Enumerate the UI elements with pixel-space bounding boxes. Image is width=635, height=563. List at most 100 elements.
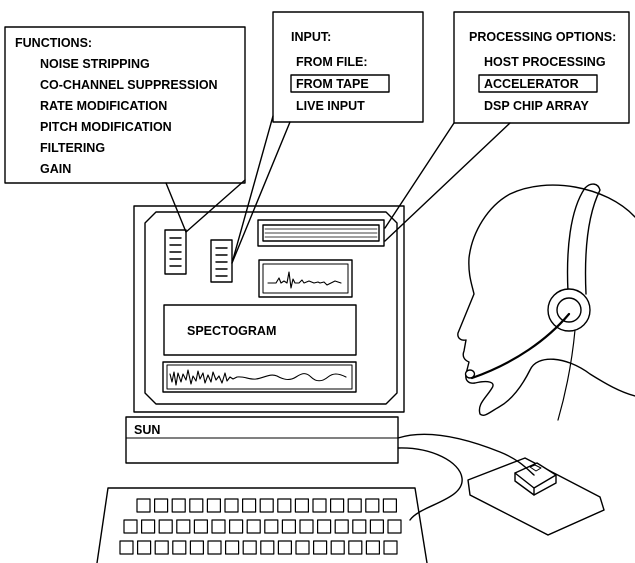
function-item: PITCH MODIFICATION [40,120,172,134]
spectogram-label: SPECTOGRAM [187,324,276,338]
microphone [464,369,476,379]
keyboard-key [171,498,186,513]
keyboard-key [246,519,261,534]
keyboard-key [387,519,402,534]
keyboard-key [281,519,296,534]
keyboard-key [352,519,367,534]
keyboard-key [348,540,363,555]
keyboard-keys [119,498,402,555]
sun-label: SUN [134,423,160,437]
keyboard-key [154,498,169,513]
keyboard-key [224,498,239,513]
keyboard-key [176,519,191,534]
functions-callout [4,26,246,233]
keyboard-key [189,498,204,513]
keyboard-key [207,540,222,555]
mouse-cable [397,433,535,476]
functions-document-icon [164,229,187,275]
processing-title: PROCESSING OPTIONS: [469,30,616,44]
monitor-screen [144,211,398,405]
keyboard-key [295,540,310,555]
input-title: INPUT: [291,30,331,44]
keyboard-key [229,519,244,534]
function-item: CO-CHANNEL SUPPRESSION [40,78,218,92]
input-box [272,11,424,123]
input-selected-frame [290,74,390,93]
function-item: NOISE STRIPPING [40,57,150,71]
functions-box [4,26,246,184]
keyboard-key [264,519,279,534]
function-item: GAIN [40,162,71,176]
earpiece-outer [547,288,591,332]
earpiece-inner [556,297,582,323]
keyboard-key [347,498,362,513]
keyboard-key [136,498,151,513]
keyboard-key [211,519,226,534]
headset-cord [557,329,576,421]
keyboard-key [317,519,332,534]
keyboard-key [260,540,275,555]
keyboard-key [172,540,187,555]
microphone-boom [470,312,571,380]
processing-pointer-line [384,122,455,229]
keyboard-key [242,540,257,555]
mouse [514,462,557,496]
keyboard-key [365,540,380,555]
keyboard-cable [397,447,463,521]
processing-option-dsp: DSP CHIP ARRAY [484,99,590,113]
keyboard-key [330,498,345,513]
keyboard-key [137,540,152,555]
processing-option-host: HOST PROCESSING [484,55,606,69]
mouse-pad [467,457,605,536]
keyboard-key [119,540,134,555]
processing-pointer-line [384,122,511,242]
functions-pointer-line [165,182,187,233]
input-option-live-input: LIVE INPUT [296,99,365,113]
head-profile [457,184,635,416]
keyboard-key [259,498,274,513]
input-pointer-line [231,121,291,264]
keyboard-key [299,519,314,534]
input-option-from-file: FROM FILE: [296,55,368,69]
operator-head [457,184,635,416]
processing-bar [257,219,385,247]
spectogram-window [163,304,357,356]
keyboard-key [225,540,240,555]
keyboard-key [369,519,384,534]
sun-box [125,416,399,464]
keyboard-key [189,540,204,555]
keyboard-key [365,498,380,513]
headband [566,183,601,295]
keyboard-key [154,540,169,555]
processing-selected-frame [478,74,598,93]
input-callout [231,11,424,264]
keyboard-key [123,519,138,534]
keyboard-key [383,540,398,555]
headset-icon [464,183,601,421]
function-item: RATE MODIFICATION [40,99,167,113]
keyboard-key [141,519,156,534]
keyboard-key [312,498,327,513]
functions-title: FUNCTIONS: [15,36,92,50]
keyboard-key [206,498,221,513]
sun-workstation [125,416,399,464]
long-waveform-window [162,361,357,393]
keyboard-outline [96,487,428,563]
keyboard-key [313,540,328,555]
processing-bar-inner [262,224,380,242]
function-item: FILTERING [40,141,105,155]
processing-box [453,11,630,124]
input-document-icon [210,239,233,283]
keyboard-key [193,519,208,534]
input-option-from-tape: FROM TAPE [296,77,369,91]
monitor-bezel [133,205,405,413]
input-pointer-line [231,115,274,264]
keyboard-key [277,540,292,555]
keyboard [96,487,428,563]
keyboard-key [334,519,349,534]
processing-callout [384,11,630,242]
keyboard-key [330,540,345,555]
keyboard-key [382,498,397,513]
waveform-window [258,259,353,298]
